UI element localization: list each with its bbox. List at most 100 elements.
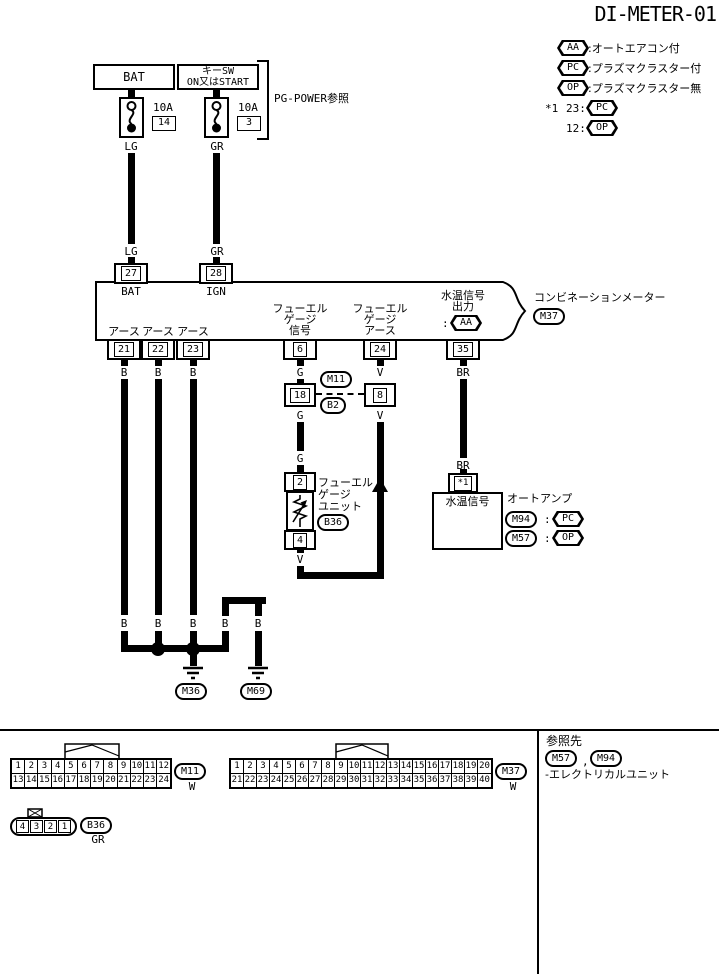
pin-cell: 25: [283, 774, 296, 787]
fuel-unit-name: フューエル: [318, 476, 373, 489]
water-temp-label: 水温信号: [445, 495, 490, 508]
wire-gr-stub: [213, 257, 220, 266]
pin-cell: 23: [257, 774, 270, 787]
meter-pin-27: 27: [114, 263, 148, 284]
wire-b: [221, 602, 229, 616]
pin-cell: 16: [426, 760, 439, 773]
key-sw-box: キーSW ON又はSTART: [177, 64, 259, 90]
combination-meter-box: [95, 281, 527, 341]
fuel-gauge-signal-label: フューエル: [272, 302, 328, 315]
legend-text-op: :プラズマクラスター無: [588, 82, 702, 95]
pin-cell: 11: [361, 760, 374, 773]
water-temp-pin: *1: [448, 473, 478, 493]
pin-number: 4: [292, 532, 308, 548]
connector-tag-b36: B36: [317, 514, 350, 531]
wire-label-br: BR: [456, 366, 470, 379]
wire-v: [376, 422, 384, 579]
pin-cell: 35: [413, 774, 426, 787]
earth-label: アース: [142, 325, 174, 338]
reference-text: -エレクトリカルユニット: [545, 768, 670, 781]
pin-cell: 9: [118, 760, 131, 773]
fuel-unit-pin-2: 2: [284, 472, 316, 492]
connector-tag-m57: M57: [545, 750, 578, 767]
wire-b-loop-top: [221, 597, 266, 604]
pin-cell: 4: [52, 760, 65, 773]
pin-stub: [459, 360, 467, 366]
wire-label-b: B: [154, 366, 162, 379]
pin-cell: 7: [309, 760, 322, 773]
key-sw-line1: キーSW: [201, 66, 235, 77]
pin-cell: 9: [335, 760, 348, 773]
wire-b: [189, 379, 197, 615]
wire-b: [120, 631, 128, 652]
legend-text-aa: :オートエアコン付: [588, 42, 680, 55]
pin-cell: 14: [25, 774, 39, 787]
pin-number: 8: [372, 387, 388, 403]
pin-cell: 1: [58, 820, 71, 833]
ground-icon: [183, 666, 203, 680]
ground-tag-m36: M36: [175, 683, 208, 700]
pin-stub: [376, 360, 384, 366]
wire-b: [254, 631, 262, 666]
pin-stub: [120, 360, 128, 366]
connector-color-gr: GR: [91, 833, 105, 846]
ground-bus-wire: [120, 645, 229, 652]
bat-box: BAT: [93, 64, 175, 90]
note-tag-pc: PC: [586, 100, 619, 116]
wire-gr: [213, 153, 220, 244]
option-tag-label: AA: [453, 317, 480, 329]
earth-label: アース: [177, 325, 209, 338]
wire-label-b: B: [154, 617, 162, 630]
pin-cell: 18: [78, 774, 92, 787]
wire-keysw-stub: [213, 88, 220, 97]
wire-label-b: B: [254, 617, 262, 630]
pin-cell: 37: [439, 774, 452, 787]
pin-cell: 26: [296, 774, 309, 787]
option-tag-pc: PC: [552, 511, 585, 527]
pin-cell: 3: [30, 820, 43, 833]
pin-cell: 29: [335, 774, 348, 787]
fuel-gauge-earth-label: ゲージ: [363, 313, 397, 326]
pin-cell: 34: [400, 774, 413, 787]
water-temp-out-label: 水温信号: [441, 289, 485, 302]
connector-tag-m11: M11: [174, 763, 207, 780]
option-tag-aa: AA: [557, 40, 590, 56]
pin-cell: 24: [158, 775, 170, 785]
meter-pin-23: 23: [176, 339, 210, 360]
wire-label-gr: GR: [210, 245, 224, 258]
wire-label-lg: LG: [124, 245, 138, 258]
option-tag-op: OP: [552, 530, 585, 546]
pin-cell: 32: [374, 774, 387, 787]
wire-label-b: B: [221, 617, 229, 630]
connector-pin-8: 8: [364, 383, 396, 407]
wire-label-gr: GR: [210, 140, 224, 153]
pin-cell: 20: [104, 774, 118, 787]
pin28-label: IGN: [206, 285, 226, 298]
earth-label: アース: [108, 325, 140, 338]
pin-cell: 3: [38, 760, 52, 773]
pin-cell: 4: [16, 820, 29, 833]
fuse2-amp: 10A: [238, 101, 258, 114]
wire-label-v: V: [296, 553, 304, 566]
wire-b: [120, 379, 128, 615]
connector-tag-m94: M94: [505, 511, 538, 528]
option-tag-label: OP: [555, 532, 582, 544]
fuel-unit-name: ゲージ: [318, 488, 351, 501]
connector-tag-m37: M37: [495, 763, 528, 780]
pin-cell: 12: [158, 761, 170, 771]
pin-cell: 8: [322, 760, 335, 773]
fuel-gauge-earth-label: アース: [364, 324, 396, 337]
pin-number: 27: [120, 266, 142, 281]
connector-tag-m94: M94: [590, 750, 623, 767]
pin-cell: 22: [131, 774, 144, 787]
fuse1-number: 14: [152, 116, 176, 131]
pin-cell: 39: [465, 774, 478, 787]
wire-label-v: V: [376, 366, 384, 379]
pin-cell: 13: [387, 760, 400, 773]
pin-stub: [296, 465, 304, 472]
colon: :: [442, 317, 449, 330]
option-tag-label: OP: [589, 122, 616, 134]
pin-cell: 5: [283, 760, 296, 773]
